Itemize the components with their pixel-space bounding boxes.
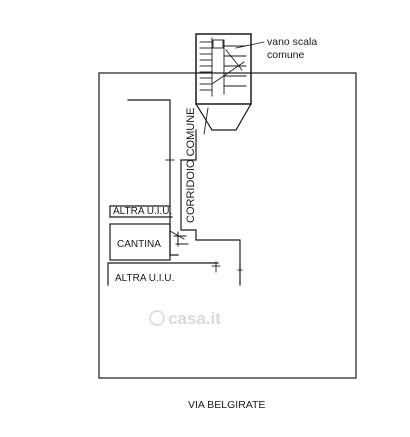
street-label: VIA BELGIRATE xyxy=(188,399,265,411)
stair-landing xyxy=(195,103,252,131)
cantina-label: CANTINA xyxy=(117,239,161,250)
stair-treads xyxy=(199,37,247,97)
corridor-right-wall xyxy=(180,129,241,286)
altra-top-walls xyxy=(109,205,171,218)
stair-label-line1: vano scala xyxy=(267,36,317,48)
altra-top-label: ALTRA U.I.U. xyxy=(113,206,172,217)
altra-bottom-walls xyxy=(107,262,219,286)
corridor-left-wall xyxy=(127,99,179,256)
corridor-label: CORRIDOIO COMUNE xyxy=(185,108,197,224)
cantina-door xyxy=(169,230,189,247)
stair-label-line2: comune xyxy=(267,49,305,61)
altra-bottom-label: ALTRA U.I.U. xyxy=(115,273,174,284)
plan-walls xyxy=(98,33,357,379)
stair-label-leader xyxy=(235,41,265,49)
watermark-text: casa.it xyxy=(168,309,221,328)
watermark-logo: casa.it xyxy=(149,309,221,328)
outer-perimeter xyxy=(98,72,357,379)
cantina-room xyxy=(109,223,171,261)
stair-well xyxy=(195,33,252,105)
watermark-circle-icon xyxy=(149,310,165,326)
